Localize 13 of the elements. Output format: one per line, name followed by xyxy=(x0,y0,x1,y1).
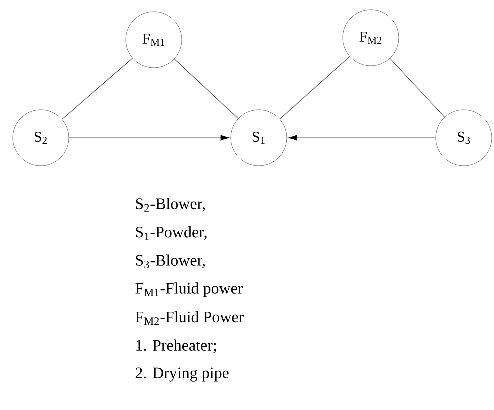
legend-text: F$_{M2}$-Fluid Power xyxy=(136,311,244,326)
legend-text: 1. Preheater; xyxy=(136,340,216,354)
legend-text: S$_{3}$-Blower, xyxy=(136,254,205,268)
connector-line xyxy=(280,56,350,120)
arrow xyxy=(68,135,230,141)
arrow xyxy=(288,135,436,141)
legend-text: F$_{M1}$-Fluid power xyxy=(136,282,244,298)
connector-line xyxy=(62,58,133,120)
legend-text: S$_{1}$-Powder, xyxy=(136,226,207,240)
connector-line xyxy=(174,58,239,120)
legend-text: 2. Drying pipe xyxy=(136,368,229,382)
connector-line xyxy=(390,58,446,118)
legend-text: S$_{2}$-Blower, xyxy=(136,198,205,212)
